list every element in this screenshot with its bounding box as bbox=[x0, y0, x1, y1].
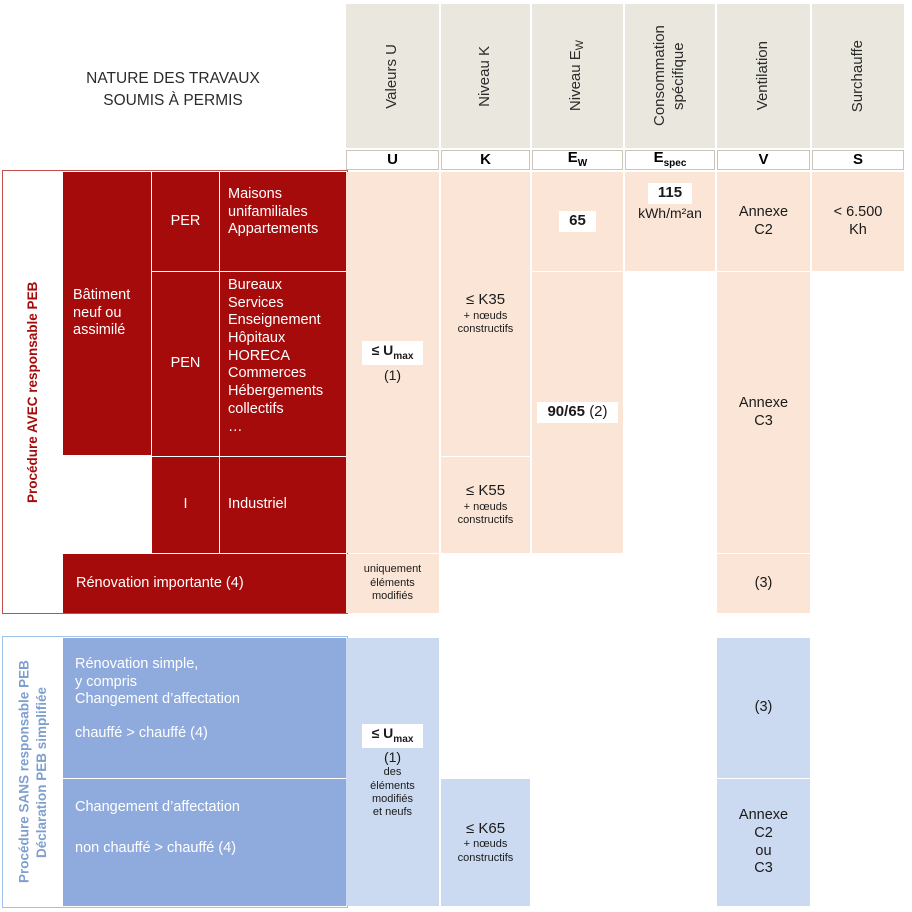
cell-ew-pen: 90/65 (2) bbox=[532, 272, 623, 553]
red-row-desc-pen: Bureaux Services Enseignement Hôpitaux H… bbox=[220, 272, 347, 456]
symbol-header-s: S bbox=[812, 150, 904, 170]
cell-surchauffe-per: < 6.500 Kh bbox=[812, 172, 904, 271]
symbol-header-espec: Espec bbox=[625, 149, 715, 170]
column-header-surchauffe: Surchauffe bbox=[812, 4, 904, 148]
page-title-line2: SOUMIS À PERMIS bbox=[103, 92, 243, 109]
cell-surchauffe-pen-empty bbox=[812, 272, 904, 553]
cell-k-per-pen: ≤ K35 + nœuds constructifs bbox=[441, 172, 530, 456]
k55-sub2: constructifs bbox=[457, 514, 514, 527]
cell-ventilation-blue-row2: Annexe C2 ou C3 bbox=[717, 779, 810, 906]
espec-per-unit: kWh/m²an bbox=[638, 205, 702, 222]
cell-ventilation-renovation: (3) bbox=[717, 554, 810, 613]
k65-main: ≤ K65 bbox=[465, 819, 506, 837]
cell-k-blue-row2: ≤ K65 + nœuds constructifs bbox=[441, 779, 530, 906]
red-row-code-pen: PEN bbox=[152, 272, 219, 456]
column-header-label: Consommation spécifique bbox=[651, 25, 687, 127]
group-label-sans-responsable-peb: Procédure SANS responsable PEB Déclarati… bbox=[16, 660, 49, 884]
k35-main: ≤ K35 bbox=[465, 291, 506, 309]
cell-surchauffe-blue-row1-empty bbox=[812, 638, 904, 778]
red-row-desc-per: Maisons unifamiliales Appartements bbox=[220, 172, 347, 271]
u-max-note-blue: (1) bbox=[383, 749, 402, 766]
cell-k-industriel: ≤ K55 + nœuds constructifs bbox=[441, 457, 530, 553]
column-header-label: Valeurs U bbox=[383, 43, 401, 109]
cell-surchauffe-renovation-empty bbox=[812, 554, 904, 613]
red-row-code-i: I bbox=[152, 457, 219, 553]
cell-ventilation-pen: Annexe C3 bbox=[717, 272, 810, 553]
cell-surchauffe-blue-row2-empty bbox=[812, 779, 904, 906]
symbol-header-u: U bbox=[346, 150, 439, 170]
k65-sub1: + nœuds bbox=[463, 838, 508, 851]
group-label-avec-responsable-peb: Procédure AVEC responsable PEB bbox=[25, 281, 41, 503]
k55-main: ≤ K55 bbox=[465, 482, 506, 500]
ew-pen-value: 90/65 (2) bbox=[537, 401, 618, 424]
cell-espec-pen-empty bbox=[625, 272, 715, 553]
red-row-code-per: PER bbox=[152, 172, 219, 271]
ew-per-value: 65 bbox=[559, 210, 596, 233]
u-max-boxed-blue: ≤ Umax bbox=[361, 724, 424, 749]
cell-renovation-empty-k-ew-espec bbox=[441, 554, 717, 613]
column-header-valeurs-u: Valeurs U bbox=[346, 4, 439, 148]
cell-blue-row1-empty bbox=[441, 638, 717, 778]
symbol-header-k: K bbox=[441, 150, 530, 170]
k35-sub1: + nœuds bbox=[463, 309, 508, 322]
column-header-label: Niveau K bbox=[476, 45, 494, 107]
cell-u-neuf: ≤ Umax (1) bbox=[346, 172, 439, 553]
red-category-batiment-neuf: Bâtiment neuf ou assimilé bbox=[63, 172, 151, 455]
column-header-consommation-specifique: Consommation spécifique bbox=[625, 4, 715, 148]
red-row-renovation-importante: Rénovation importante (4) bbox=[63, 554, 347, 613]
cell-u-renovation: uniquement éléments modifiés bbox=[346, 554, 439, 613]
symbol-header-ew: EW bbox=[532, 149, 623, 170]
u-max-boxed: ≤ Umax bbox=[361, 340, 424, 365]
column-header-label: Ventilation bbox=[754, 41, 772, 111]
blue-row-desc-2: Changement d’affectation non chauffé > c… bbox=[63, 779, 347, 906]
column-header-ventilation: Ventilation bbox=[717, 4, 810, 148]
symbol-header-v: V bbox=[717, 150, 810, 170]
cell-ventilation-blue-row1: (3) bbox=[717, 638, 810, 778]
page-title-line1: NATURE DES TRAVAUX bbox=[86, 69, 260, 87]
column-header-niveau-ew: Niveau EW bbox=[532, 4, 623, 148]
k65-sub2: constructifs bbox=[457, 851, 514, 864]
cell-ew-per: 65 bbox=[532, 172, 623, 271]
cell-u-blue: ≤ Umax (1) des éléments modifiés et neuf… bbox=[346, 638, 439, 906]
column-header-niveau-k: Niveau K bbox=[441, 4, 530, 148]
column-header-label: Surchauffe bbox=[848, 39, 866, 113]
red-row-desc-i: Industriel bbox=[220, 457, 347, 553]
page-title: NATURE DES TRAVAUX SOUMIS À PERMIS bbox=[0, 60, 346, 120]
u-max-note: (1) bbox=[383, 367, 402, 383]
cell-blue-row2-empty-ew-espec bbox=[532, 779, 717, 906]
cell-espec-per: 115 kWh/m²an bbox=[625, 172, 715, 271]
k35-sub2: constructifs bbox=[457, 323, 514, 336]
k55-sub1: + nœuds bbox=[463, 500, 508, 513]
espec-per-value: 115 bbox=[647, 183, 693, 205]
cell-ventilation-per: Annexe C2 bbox=[717, 172, 810, 271]
blue-row-desc-1: Rénovation simple, y compris Changement … bbox=[63, 638, 347, 778]
